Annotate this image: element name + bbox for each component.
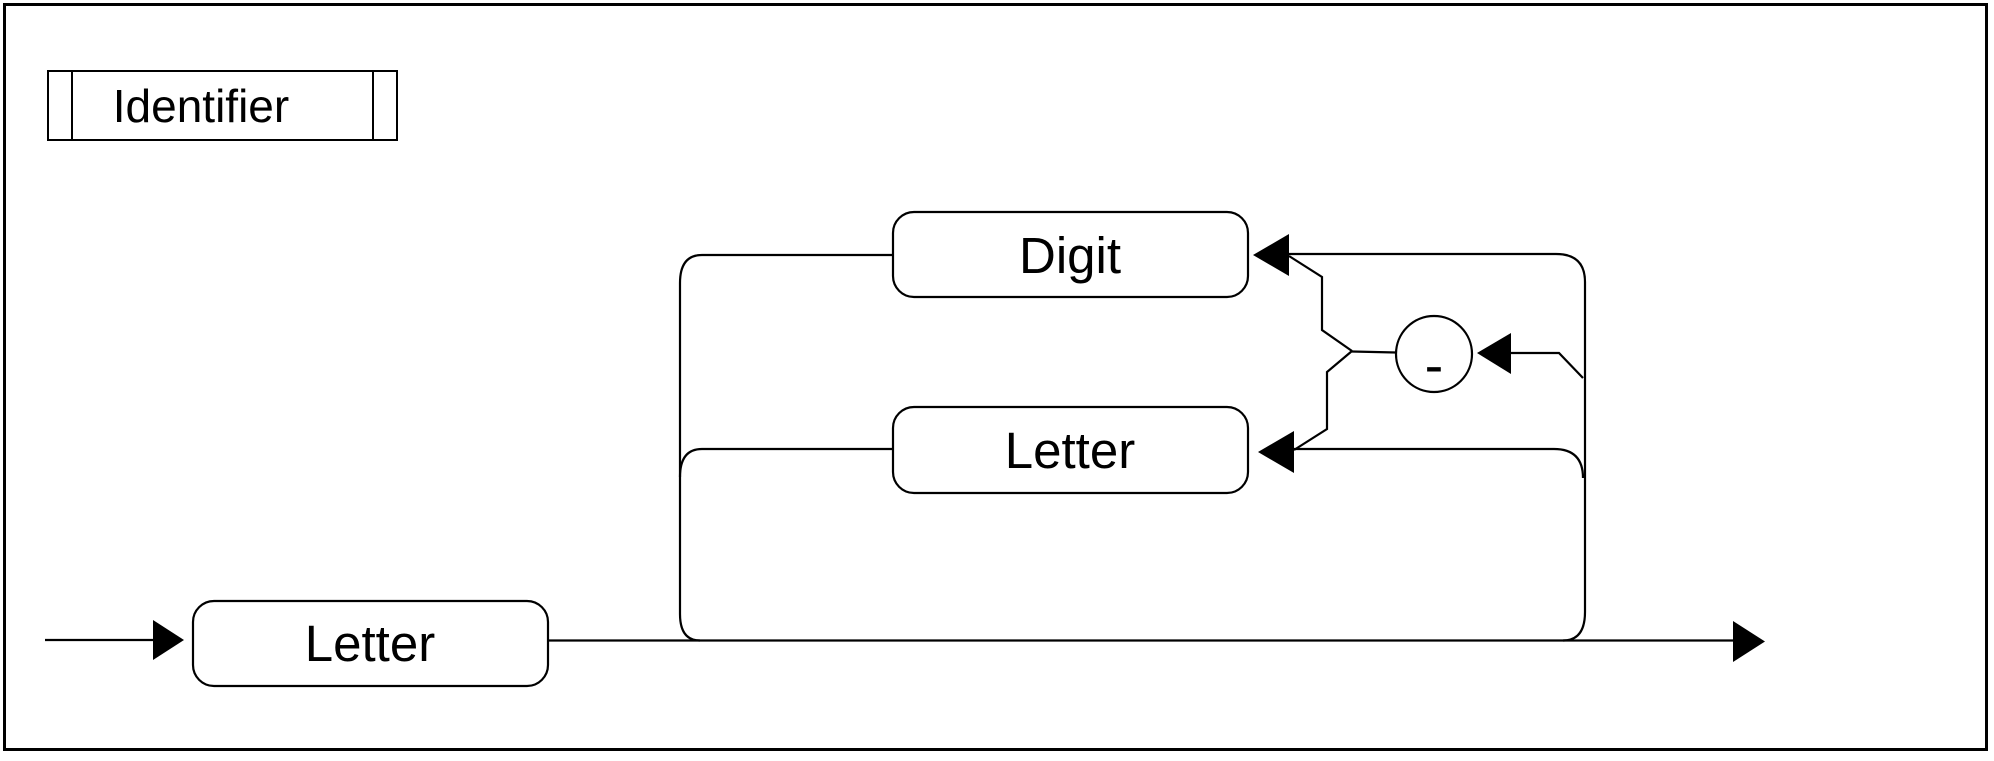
entry-letter-node: Letter	[191, 599, 550, 688]
merge-zigzag-lower	[1293, 350, 1353, 451]
merge-zigzag-upper	[1288, 255, 1353, 352]
loop-letter-label: Letter	[1005, 422, 1135, 479]
diagram-frame	[3, 3, 1988, 751]
letter-return-line	[1294, 447, 1585, 479]
rule-title-box: Identifier	[47, 70, 398, 141]
exit-arrowhead-icon	[1733, 621, 1765, 662]
loop-left-rail	[678, 253, 894, 642]
digit-node: Digit	[891, 210, 1250, 299]
digit-rect	[891, 210, 1250, 299]
digit-label: Digit	[1019, 227, 1121, 284]
entry-arrowhead-icon	[153, 620, 184, 660]
hyphen-circle	[1394, 314, 1474, 394]
loop-letter-node: Letter	[891, 405, 1250, 495]
hyphen-return-line	[1511, 351, 1584, 379]
hyphen-node: -	[1394, 314, 1474, 396]
hyphen-back-arrowhead-icon	[1477, 333, 1511, 374]
rule-title-rect	[47, 70, 398, 141]
letter-back-arrowhead-icon	[1258, 431, 1294, 473]
hyphen-label: -	[1425, 333, 1444, 396]
merge-to-hyphen-line	[1351, 350, 1397, 354]
entry-letter-label: Letter	[305, 615, 435, 672]
loop-right-rail	[1289, 252, 1587, 642]
rule-title-label: Identifier	[113, 80, 289, 132]
letter-branch-left-line	[678, 447, 894, 478]
entry-letter-rect	[191, 599, 550, 688]
loop-letter-rect	[891, 405, 1250, 495]
digit-back-arrowhead-icon	[1253, 234, 1289, 276]
